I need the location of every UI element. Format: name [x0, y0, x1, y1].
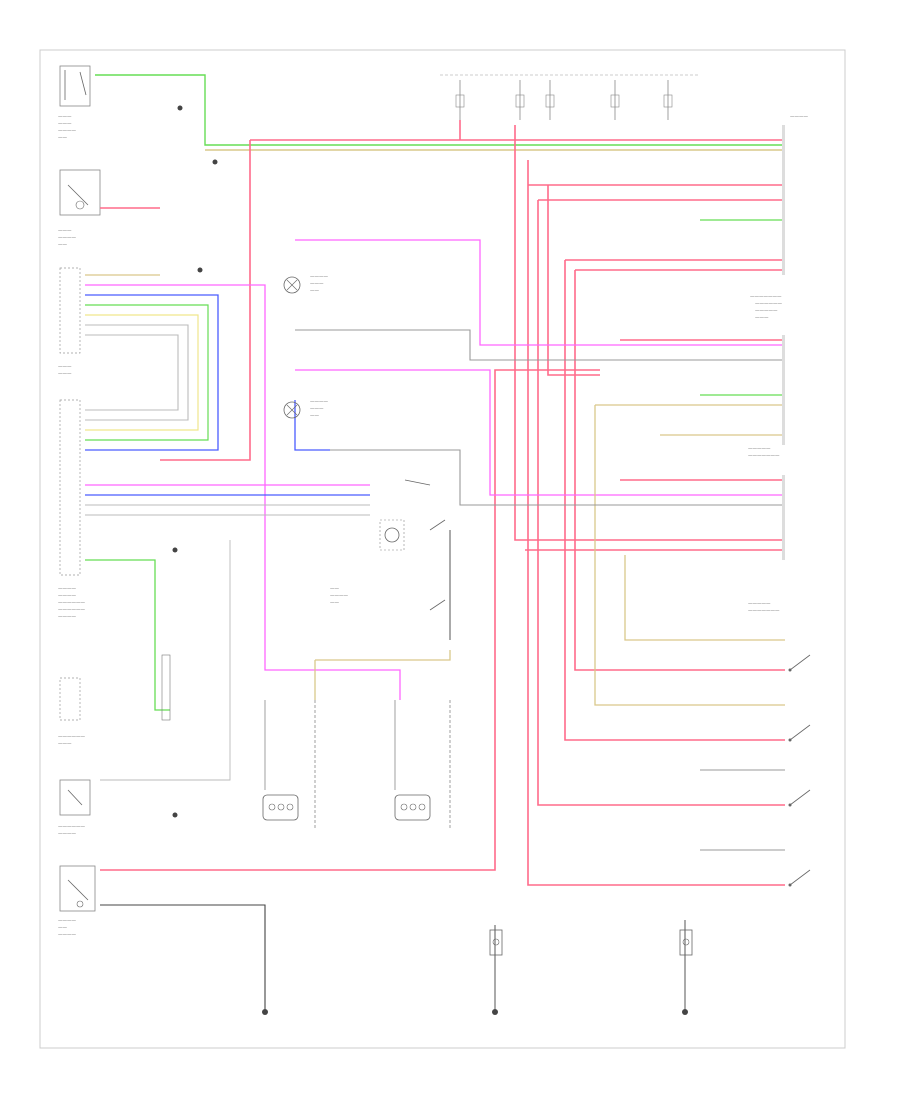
second-switch: ——— ———— —— — [58, 169, 101, 248]
svg-text:—————: ————— — [748, 602, 771, 607]
fuse-3 — [545, 80, 555, 120]
svg-text:———: ——— — [58, 115, 72, 120]
connector-icon — [161, 125, 785, 721]
wire-gray-4 — [330, 449, 785, 506]
bottom-left-switch: ———— —— ———— — [58, 865, 96, 938]
svg-text:————: ———— — [58, 832, 77, 837]
right-labels: ——————— —————— ————— ——— ————— ——————— —… — [748, 115, 809, 614]
third-switch: —————— ———— — [58, 779, 91, 837]
wire-gray-2 — [85, 334, 179, 411]
right-switch-3 — [788, 789, 811, 807]
wire-magenta-1 — [85, 284, 401, 700]
connector-block-2: ———— ———— —————— —————— ———— — [58, 399, 86, 620]
wire-black-1 — [100, 904, 266, 1010]
right-switch-2 — [788, 724, 811, 742]
svg-text:———————: ——————— — [750, 295, 782, 300]
wire-gray-3 — [295, 329, 785, 361]
svg-text:————: ———— — [310, 275, 329, 280]
center-lamp-2: ———— ——— —— — [283, 400, 329, 419]
svg-text:—————: ————— — [748, 447, 771, 452]
svg-text:——————: —————— — [58, 608, 86, 613]
wire-pink-vert-2 — [514, 125, 785, 541]
top-fuses — [440, 74, 700, 120]
svg-text:————: ———— — [58, 594, 77, 599]
svg-text:——————: —————— — [58, 825, 86, 830]
wire-magenta-3 — [295, 369, 785, 496]
svg-text:————: ———— — [790, 115, 809, 120]
bottom-lamp-right — [679, 929, 693, 956]
wire-magenta-2 — [295, 239, 785, 346]
center-relay: —— ———— —— — [330, 479, 446, 611]
wire-tan-5 — [624, 555, 785, 641]
svg-text:———————: ——————— — [748, 609, 780, 614]
svg-text:————: ———— — [310, 400, 329, 405]
svg-text:———: ——— — [755, 316, 769, 321]
svg-text:——: —— — [310, 414, 320, 419]
svg-text:——: —— — [58, 136, 68, 141]
wire-blue-3 — [294, 400, 330, 451]
wire-pink-vert-4 — [537, 200, 785, 806]
motor-right — [394, 700, 451, 830]
svg-text:———: ——— — [58, 229, 72, 234]
svg-text:————: ———— — [330, 594, 349, 599]
wire-gray-5 — [100, 540, 231, 781]
wire-green-2 — [85, 304, 209, 441]
svg-text:———: ——— — [58, 365, 72, 370]
right-switch-4 — [788, 869, 811, 887]
svg-text:——: —— — [310, 289, 320, 294]
svg-text:—————: ————— — [755, 309, 778, 314]
svg-text:———: ——— — [58, 742, 72, 747]
svg-text:——————: —————— — [755, 302, 783, 307]
wire-pink-v-6 — [564, 260, 785, 741]
bottom-lamp-middle — [489, 929, 503, 956]
svg-text:——: —— — [330, 587, 340, 592]
wire-gray-1 — [85, 324, 189, 421]
svg-text:————: ———— — [58, 236, 77, 241]
fuse-4 — [610, 80, 620, 120]
wire-green-3 — [85, 559, 170, 711]
svg-text:——: —— — [58, 243, 68, 248]
motor-left — [262, 700, 316, 830]
connector-block-3: —————— ——— — [58, 677, 86, 747]
top-left-switch: ——— ——— ———— —— — [58, 65, 91, 141]
wire-pink-bottom — [100, 369, 600, 871]
wire-pink-vert-3 — [527, 160, 785, 886]
fuse-5 — [663, 80, 673, 120]
svg-text:——: —— — [330, 601, 340, 606]
wire-pink-v-7 — [574, 270, 785, 671]
svg-text:————: ———— — [58, 615, 77, 620]
right-switch-1 — [788, 654, 811, 672]
svg-text:———————: ——————— — [748, 454, 780, 459]
svg-text:———: ——— — [58, 372, 72, 377]
wire-yellow-1 — [85, 314, 199, 431]
wire-pink-bus-1 — [160, 140, 251, 461]
svg-text:————: ———— — [58, 587, 77, 592]
svg-text:——: —— — [58, 926, 68, 931]
fuse-1 — [455, 80, 465, 120]
center-lamp-1: ———— ——— —— — [283, 275, 329, 294]
connector-block-1: ——— ——— — [58, 267, 81, 377]
svg-text:————: ———— — [58, 919, 77, 924]
wire-green-top — [95, 74, 785, 146]
wire-pink-vert-5 — [547, 185, 600, 376]
svg-text:——————: —————— — [58, 735, 86, 740]
svg-text:———: ——— — [310, 407, 324, 412]
fuse-2 — [515, 80, 525, 120]
svg-text:———: ——— — [58, 122, 72, 127]
svg-text:————: ———— — [58, 933, 77, 938]
svg-text:———: ——— — [310, 282, 324, 287]
diagram-frame — [39, 49, 846, 1049]
wire-tan-2 — [315, 650, 451, 661]
svg-text:——————: —————— — [58, 601, 86, 606]
svg-text:————: ———— — [58, 129, 77, 134]
ground-icon — [172, 105, 688, 1015]
wire-blue-1 — [85, 294, 219, 451]
